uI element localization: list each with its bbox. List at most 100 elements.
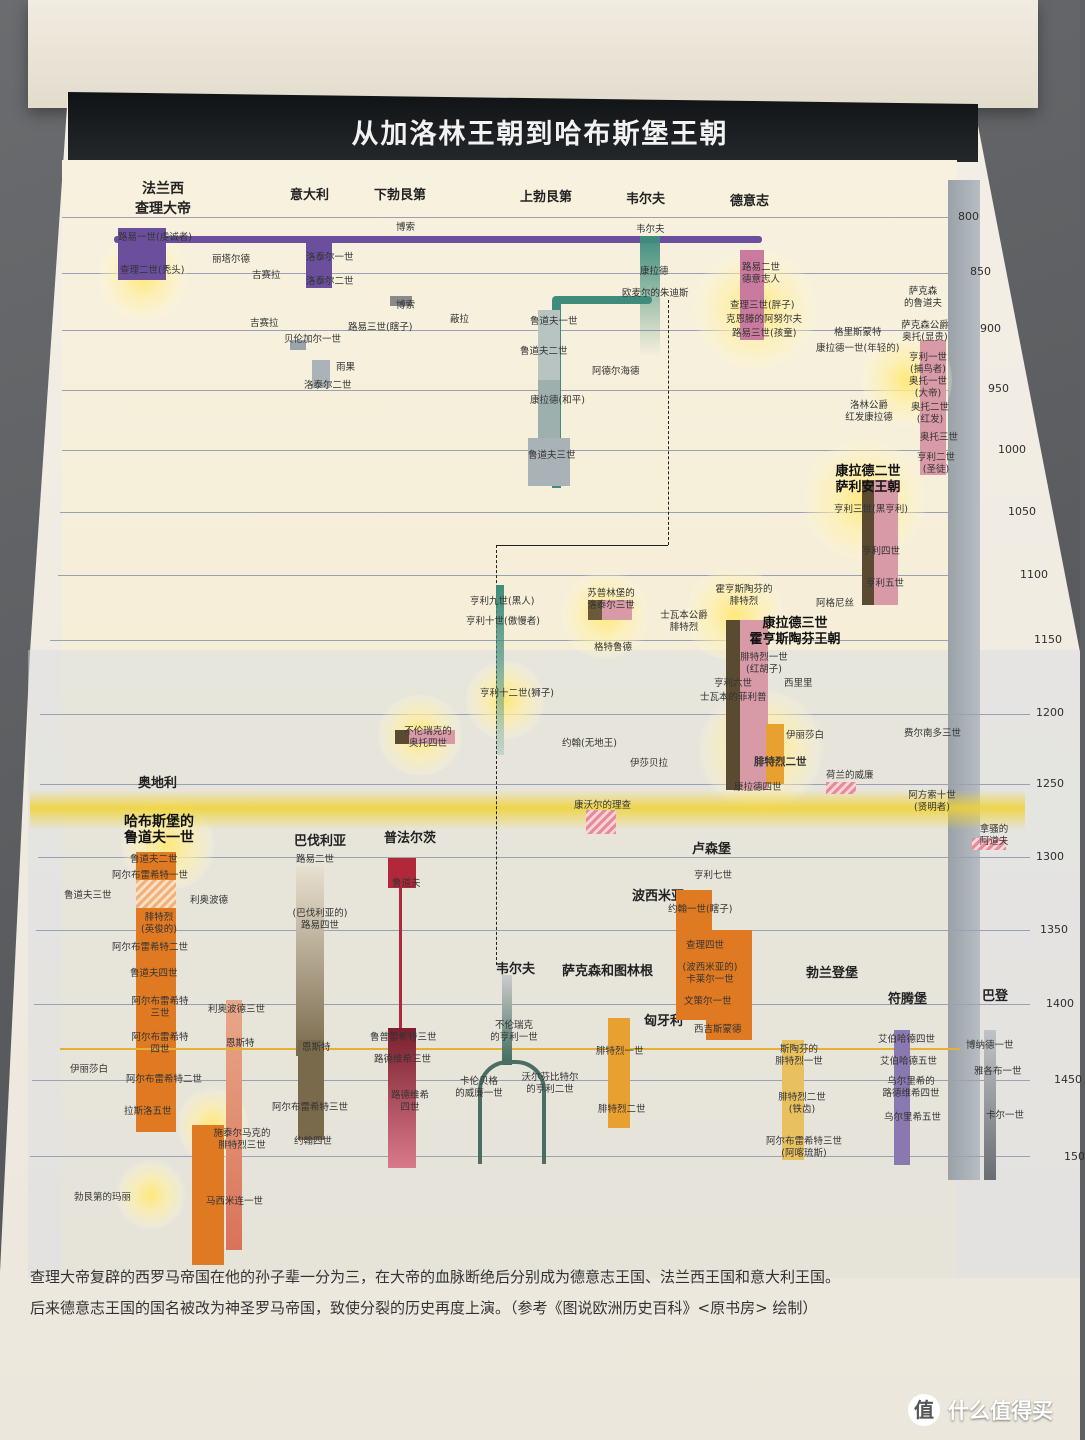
name-label: 约翰一世(瞎子)	[668, 904, 733, 915]
name-label: 康拉德	[640, 266, 669, 277]
name-label: 雨果	[336, 362, 356, 373]
year-line	[62, 217, 948, 218]
year-label: 1150	[1034, 633, 1062, 646]
name-label: 博索	[396, 222, 416, 233]
name-label: 利奥波德三世	[208, 1004, 266, 1015]
name-label: 康拉德一世(年轻的)	[816, 343, 900, 354]
name-label: 艾伯哈德四世	[878, 1034, 936, 1045]
page-title: 从加洛林王朝到哈布斯堡王朝	[351, 119, 729, 150]
bar-hugo	[312, 360, 330, 388]
region-france: 法兰西查理大帝	[120, 178, 206, 218]
year-line	[38, 857, 1030, 858]
bar-france-carolingian	[118, 228, 166, 280]
region-bavaria: 巴伐利亚	[294, 834, 347, 849]
name-label: 约翰(无地王)	[562, 738, 617, 749]
year-axis-bar	[948, 180, 980, 1180]
name-label: 腓特烈二世	[598, 1104, 646, 1115]
name-label: 阿尔布雷希特二世	[126, 1074, 203, 1085]
name-label: 鲁道夫三世	[64, 890, 112, 901]
name-label: 路易二世	[296, 854, 335, 865]
habsburg-era-band	[30, 790, 1025, 830]
bar-conrad	[538, 380, 560, 440]
name-label: 利奥波德	[190, 895, 229, 906]
region-upper-burgundy: 上勃艮第	[520, 190, 573, 205]
highlight-glow	[116, 1160, 186, 1230]
bar-luxembourg-2	[706, 930, 752, 1040]
name-label: 鲁道夫二世	[520, 346, 568, 357]
name-label: 乌尔里希五世	[884, 1112, 942, 1123]
welf-dashed-line	[668, 300, 669, 545]
region-luxembourg: 卢森堡	[692, 842, 732, 857]
year-label: 1400	[1046, 997, 1074, 1010]
name-label: 不伦瑞克 的亨利一世	[490, 1020, 538, 1043]
year-line	[34, 1004, 1030, 1005]
dynasty-habsburg: 哈布斯堡的 鲁道夫一世	[124, 814, 194, 846]
bar-otto4	[395, 730, 455, 744]
welf-connector	[496, 545, 668, 546]
name-label: 雅各布一世	[974, 1066, 1022, 1077]
year-label: 1250	[1036, 777, 1064, 790]
name-label: 伊丽莎白	[786, 730, 825, 741]
bar-baden	[984, 1030, 996, 1180]
name-label: 卡尔一世	[986, 1110, 1025, 1121]
name-label: 鲁道夫一世	[530, 316, 578, 327]
region-wurttemberg: 符腾堡	[888, 992, 928, 1007]
bar-boso	[390, 296, 412, 306]
region-charlemagne-label: 查理大帝	[135, 201, 191, 217]
name-label: 勃艮第的玛丽	[74, 1192, 132, 1203]
name-label: 路德维希 四世	[390, 1090, 429, 1113]
year-label: 1000	[998, 443, 1026, 456]
bar-hohenstaufen-dark	[726, 620, 740, 790]
name-label: 鲁普雷希特三世	[370, 1032, 437, 1043]
region-france-label: 法兰西	[142, 181, 184, 197]
name-label: 西吉斯蒙德	[694, 1024, 742, 1035]
figure-caption: 查理大帝复辟的西罗马帝国在他的孙子辈一分为三，在大帝的血脉断绝后分别成为德意志王…	[30, 1262, 1020, 1324]
name-label: (波西米亚的) 卡莱尔一世	[682, 962, 738, 985]
name-label: 士瓦本公爵 腓特烈	[660, 610, 708, 633]
bar-rudolf	[538, 310, 560, 380]
name-label: 阿尔布雷希特 三世	[131, 996, 189, 1019]
bar-palatinate-line	[399, 888, 402, 1028]
bar-palatinate-top	[388, 858, 416, 888]
bar-nassau	[972, 838, 1006, 850]
name-label: 腓特烈一世 (红胡子)	[740, 652, 788, 675]
name-label: 沃尔芬比特尔 的亨利二世	[521, 1072, 579, 1095]
year-label: 1100	[1020, 568, 1048, 581]
caption-line-1: 查理大帝复辟的西罗马帝国在他的孙子辈一分为三，在大帝的血脉断绝后分别成为德意志王…	[30, 1268, 841, 1286]
name-label: 斯陶芬的 腓特烈一世	[775, 1044, 823, 1067]
name-label: 贝伦加尔一世	[284, 334, 342, 345]
year-label: 1050	[1008, 505, 1036, 518]
bar-william-holland	[826, 782, 856, 794]
name-label: 韦尔夫	[636, 224, 665, 235]
name-label: 不伦瑞克的 奥托四世	[404, 726, 452, 749]
year-label: 1350	[1040, 923, 1068, 936]
name-label: 查理四世	[686, 940, 725, 951]
name-label: 亨利二世 (圣徒)	[916, 452, 955, 475]
region-lower-burgundy: 下勃艮第	[374, 188, 427, 203]
name-label: 阿德尔海德	[592, 366, 640, 377]
name-label: 士瓦本的菲利普	[700, 692, 767, 703]
name-label: 荷兰的威廉	[826, 770, 874, 781]
book-upper-page	[28, 0, 1038, 108]
caption-line-2: 后来德意志王国的国名被改为神圣罗马帝国，致使分裂的历史再度上演。（参考《图说欧洲…	[30, 1299, 818, 1317]
name-label: 腓特烈一世	[596, 1046, 644, 1057]
name-label: 亨利五世	[866, 578, 905, 589]
name-label: 吉赛拉	[252, 270, 281, 281]
name-label: 博索	[396, 300, 416, 311]
welf-dashed-line-lower	[496, 545, 497, 965]
bar-rudolf3	[528, 438, 570, 486]
year-line	[58, 575, 948, 576]
region-welf-late: 韦尔夫	[496, 962, 536, 977]
bar-otto4-dark	[395, 730, 409, 744]
year-line	[62, 450, 948, 451]
name-label: 伊丽莎白	[70, 1064, 109, 1075]
bar-bavaria-lower	[298, 1040, 324, 1140]
name-label: 洛泰尔二世	[304, 380, 352, 391]
name-label: 亨利十世(傲慢者)	[466, 616, 540, 627]
bar-ottonian	[920, 340, 946, 475]
year-label: 900	[980, 322, 1001, 335]
year-line	[36, 930, 1030, 931]
name-label: 查理三世(胖子)	[730, 300, 795, 311]
year-line	[40, 784, 1030, 785]
name-label: 西里里	[784, 678, 813, 689]
